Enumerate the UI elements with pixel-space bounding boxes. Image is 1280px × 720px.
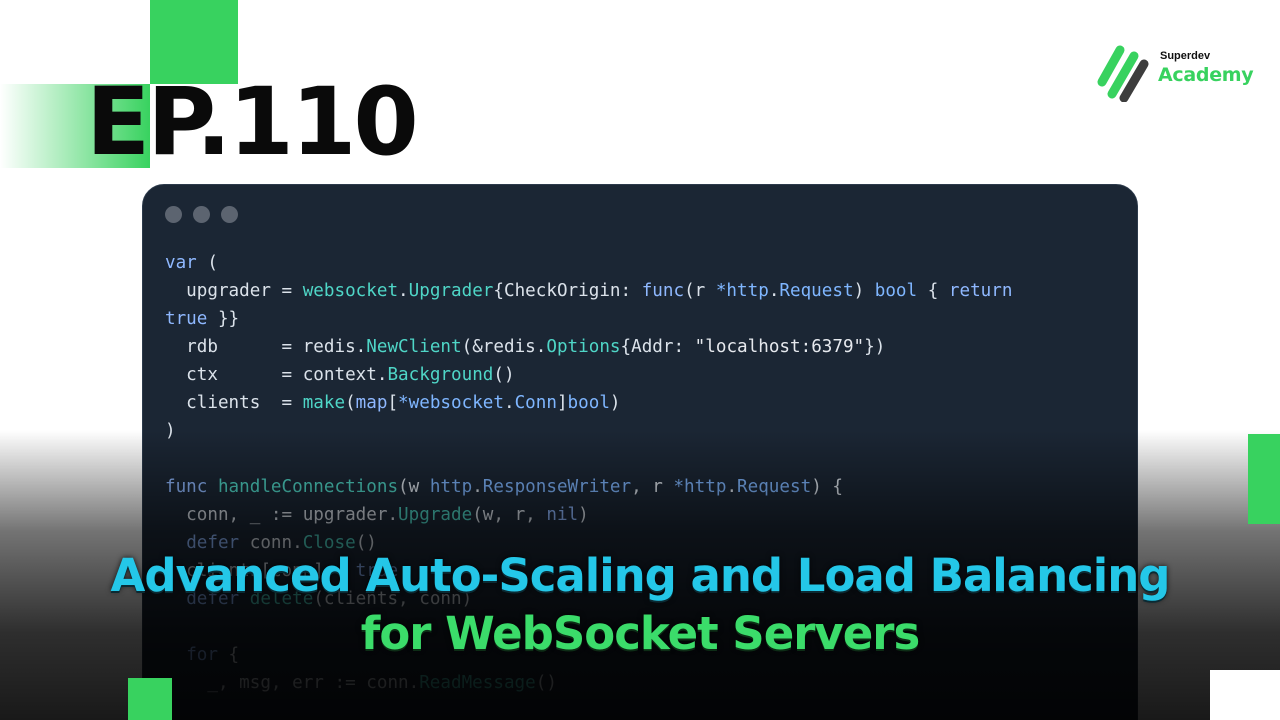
code-token: true — [165, 309, 208, 329]
code-token: "localhost:6379" — [694, 337, 865, 357]
code-token: { — [917, 281, 949, 301]
code-token: *websocket — [398, 393, 504, 413]
code-token: . — [398, 281, 409, 301]
code-token: ( — [345, 393, 356, 413]
green-block-top — [150, 0, 238, 84]
code-token: bool — [874, 281, 918, 301]
headline: Advanced Auto-Scaling and Load Balancing… — [0, 548, 1280, 664]
episode-number: EP.110 — [86, 68, 419, 177]
code-line: var ( — [165, 249, 1125, 277]
window-dot-icon — [165, 206, 182, 223]
green-block-bottom — [128, 678, 172, 720]
code-token: clients = — [165, 393, 303, 413]
window-dot-icon — [221, 206, 238, 223]
code-token: Upgrader — [408, 281, 494, 301]
code-token: Request — [779, 281, 854, 301]
code-token: . — [503, 393, 515, 413]
code-line: clients = make(map[*websocket.Conn]bool) — [165, 389, 1125, 417]
code-token: ( — [196, 253, 218, 273]
window-controls — [165, 206, 249, 227]
headline-line-2: for WebSocket Servers — [360, 607, 921, 660]
code-token: upgrader = — [165, 281, 303, 301]
code-token: }} — [207, 309, 240, 329]
code-token: Background — [387, 365, 494, 385]
headline-line-1: Advanced Auto-Scaling and Load Balancing — [110, 549, 1171, 602]
code-line: true }} — [165, 305, 1125, 333]
code-token: ) — [609, 393, 621, 413]
code-token: make — [302, 393, 346, 413]
code-token: var — [165, 253, 197, 273]
brand-name-small: Superdev — [1160, 50, 1211, 62]
code-token: *http — [715, 281, 769, 301]
white-corner-block — [1210, 670, 1280, 720]
code-token: ctx = context. — [165, 365, 388, 385]
code-token: . — [768, 281, 780, 301]
bottom-fade — [0, 430, 1280, 720]
code-token: [ — [387, 393, 399, 413]
code-token: {Addr: — [620, 337, 695, 357]
code-token: map — [355, 393, 388, 413]
code-token: func — [641, 281, 685, 301]
code-line: ctx = context.Background() — [165, 361, 1125, 389]
code-token: {CheckOrigin: — [493, 281, 642, 301]
code-token: (&redis. — [461, 337, 547, 357]
code-token: }) — [864, 337, 886, 357]
code-token: (r — [684, 281, 716, 301]
green-block-right — [1248, 434, 1280, 524]
code-token: return — [948, 281, 1013, 301]
code-token: rdb = redis. — [165, 337, 367, 357]
code-token: websocket — [302, 281, 399, 301]
logo-mark-icon — [1097, 45, 1149, 102]
green-gradient-band — [0, 84, 150, 168]
code-line: upgrader = websocket.Upgrader{CheckOrigi… — [165, 277, 1125, 305]
brand-logo: Superdev Academy — [1094, 40, 1270, 104]
code-token: () — [493, 365, 515, 385]
code-token: Conn — [514, 393, 557, 413]
code-token: bool — [567, 393, 610, 413]
brand-name-big: Academy — [1158, 64, 1254, 86]
code-token: Options — [546, 337, 621, 357]
window-dot-icon — [193, 206, 210, 223]
code-token: ) — [853, 281, 875, 301]
code-token: ] — [556, 393, 568, 413]
code-line: rdb = redis.NewClient(&redis.Options{Add… — [165, 333, 1125, 361]
code-token: NewClient — [366, 337, 462, 357]
